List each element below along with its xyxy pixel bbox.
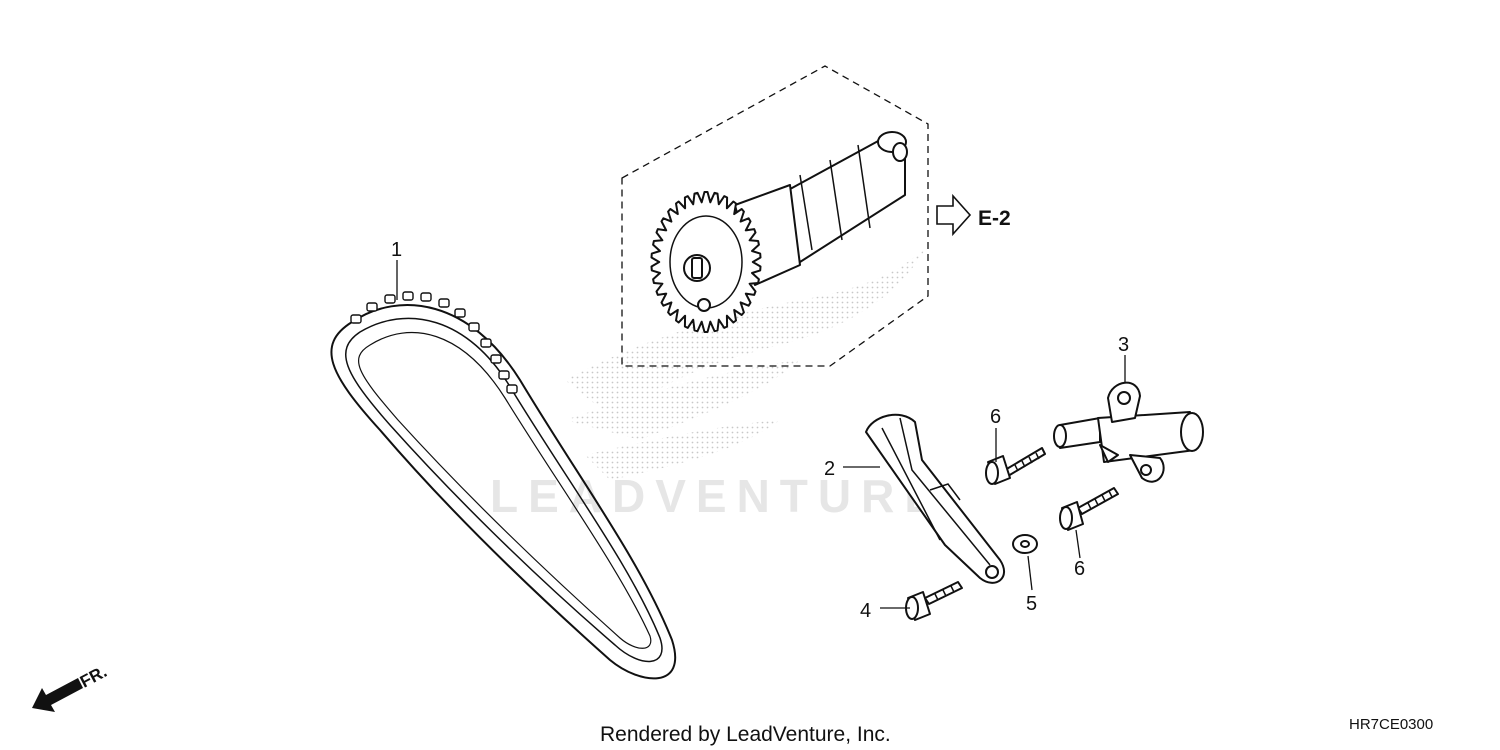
chain-link — [438, 298, 450, 308]
callout-2: 2 — [824, 458, 835, 480]
camshaft-assembly — [650, 131, 908, 333]
flange-bolt-upper — [985, 447, 1046, 485]
callout-6-upper: 6 — [990, 406, 1001, 428]
chain-link — [480, 338, 492, 348]
flange-bolt-lower — [1059, 487, 1119, 531]
chain-link — [490, 354, 502, 364]
hollow-arrow-icon — [936, 193, 972, 237]
callout-5: 5 — [1026, 593, 1037, 615]
chain-link — [454, 308, 466, 318]
flange-bolt-4 — [905, 581, 963, 621]
cam-chain — [330, 291, 677, 680]
washer — [1012, 534, 1038, 554]
callout-6-lower: 6 — [1074, 558, 1085, 580]
diagram-code: HR7CE0300 — [1349, 716, 1433, 733]
front-arrow-icon — [32, 678, 83, 712]
chain-link — [506, 384, 518, 394]
tensioner-lifter — [1053, 381, 1204, 483]
chain-link — [350, 314, 362, 324]
watermark-wing-logo — [565, 240, 930, 480]
chain-link — [402, 291, 414, 301]
camshaft-kit-outline — [621, 65, 929, 367]
tensioner-arm — [865, 413, 1006, 584]
chain-link — [498, 370, 510, 380]
footer-credit: Rendered by LeadVenture, Inc. — [600, 723, 891, 746]
chain-link — [468, 322, 480, 332]
leader-lines — [396, 260, 1126, 609]
chain-link — [420, 292, 432, 302]
callout-3: 3 — [1118, 334, 1129, 356]
watermark: LEADVENTURE — [490, 240, 945, 522]
chain-link — [384, 294, 396, 304]
callout-1: 1 — [391, 239, 402, 261]
reference-label: E-2 — [978, 207, 1011, 230]
chain-link — [366, 302, 378, 312]
watermark-text: LEADVENTURE — [490, 470, 945, 522]
callout-4: 4 — [860, 600, 871, 622]
